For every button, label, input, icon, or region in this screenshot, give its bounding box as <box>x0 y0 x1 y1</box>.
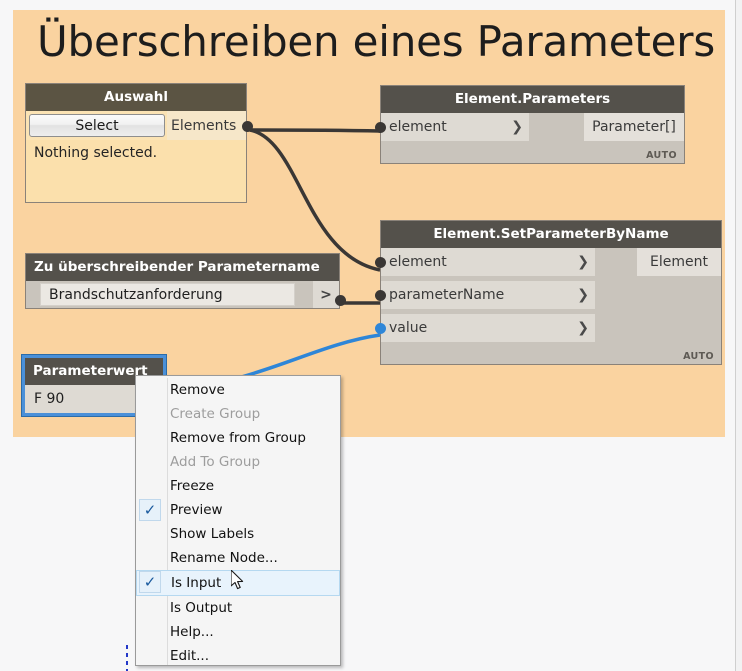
menu-item-rename-node[interactable]: Rename Node... <box>136 546 340 570</box>
menu-item-label: Preview <box>170 502 223 518</box>
output-port-elements[interactable]: Elements <box>167 111 246 140</box>
port-row: element ❯ Parameter[] <box>381 113 684 141</box>
menu-item-create-group: Create Group <box>136 402 340 426</box>
port-spacer <box>295 281 313 308</box>
menu-item-label: Show Labels <box>170 526 255 542</box>
menu-item-label: Remove from Group <box>170 430 306 446</box>
menu-item-label: Rename Node... <box>170 550 278 566</box>
check-icon: ✓ <box>139 571 161 593</box>
input-dot-value[interactable] <box>375 323 386 334</box>
input-port-parametername[interactable]: parameterName ❯ <box>381 281 595 309</box>
menu-item-is-input[interactable]: ✓ Is Input <box>136 570 340 596</box>
output-port-parameter-array[interactable]: Parameter[] <box>584 113 684 141</box>
port-spacer <box>595 314 721 342</box>
node-context-menu[interactable]: Remove Create Group Remove from Group Ad… <box>135 375 341 666</box>
node-parametername[interactable]: Zu überschreibender Parametername Brands… <box>25 253 346 309</box>
parametername-input[interactable]: Brandschutzanforderung <box>40 283 295 306</box>
select-button[interactable]: Select <box>29 114 165 137</box>
menu-item-edit[interactable]: Edit... <box>136 644 340 668</box>
menu-item-label: Is Input <box>171 575 222 591</box>
menu-item-label: Create Group <box>170 406 261 422</box>
input-port-element-label: element <box>389 119 447 135</box>
chevron-right-icon[interactable]: ❯ <box>577 320 589 336</box>
port-row: element ❯ Element <box>381 248 721 276</box>
menu-item-add-to-group: Add To Group <box>136 450 340 474</box>
menu-item-freeze[interactable]: Freeze <box>136 474 340 498</box>
node-auswahl-title: Auswahl <box>26 84 246 111</box>
input-port-parametername-label: parameterName <box>389 287 505 303</box>
node-element-parameters-title: Element.Parameters <box>381 86 684 113</box>
input-port-element-label: element <box>389 254 447 270</box>
port-spacer <box>595 248 637 276</box>
selection-marquee-fragment <box>126 645 128 671</box>
menu-item-show-labels[interactable]: Show Labels <box>136 522 340 546</box>
chevron-right-icon[interactable]: ❯ <box>577 287 589 303</box>
node-auswahl[interactable]: Auswahl Select Elements Nothing selected… <box>25 83 253 203</box>
node-setparameterbyname-title: Element.SetParameterByName <box>381 221 721 248</box>
canvas-right-gutter <box>736 0 742 671</box>
input-dot-parametername[interactable] <box>375 290 386 301</box>
menu-item-label: Edit... <box>170 648 210 664</box>
input-dot-element[interactable] <box>375 122 386 133</box>
input-port-value[interactable]: value ❯ <box>381 314 595 342</box>
node-parametername-body: Brandschutzanforderung > <box>26 281 339 308</box>
menu-item-help[interactable]: Help... <box>136 620 340 644</box>
node-element-setparameterbyname[interactable]: Element.SetParameterByName element ❯ Ele… <box>375 220 722 365</box>
node-auswahl-body: Select Elements <box>26 111 246 140</box>
port-spacer <box>529 113 584 141</box>
canvas-right-border <box>735 0 736 671</box>
input-port-value-label: value <box>389 320 428 336</box>
input-dot-element[interactable] <box>375 257 386 268</box>
output-dot-elements[interactable] <box>242 121 253 132</box>
menu-item-preview[interactable]: ✓ Preview <box>136 498 340 522</box>
menu-item-label: Remove <box>170 382 225 398</box>
group-title: Überschreiben eines Parameters <box>37 17 716 66</box>
port-spacer <box>595 281 721 309</box>
output-port-string[interactable]: > <box>313 281 339 308</box>
execution-mode-label: AUTO <box>646 150 677 161</box>
node-element-parameters-footer: AUTO <box>381 141 684 163</box>
menu-gutter-divider <box>167 378 168 665</box>
left-pad <box>26 281 40 308</box>
node-element-parameters[interactable]: Element.Parameters element ❯ Parameter[]… <box>375 85 685 164</box>
mouse-cursor-icon <box>231 570 244 590</box>
output-port-element[interactable]: Element <box>637 248 721 276</box>
node-parameterwert-title: Parameterwert <box>25 358 163 385</box>
port-row: parameterName ❯ <box>381 281 721 309</box>
menu-item-label: Is Output <box>170 600 233 616</box>
node-parametername-title: Zu überschreibender Parametername <box>26 254 339 281</box>
menu-item-remove-from-group[interactable]: Remove from Group <box>136 426 340 450</box>
check-icon: ✓ <box>139 499 161 521</box>
node-auswahl-message: Nothing selected. <box>26 140 246 202</box>
input-port-element[interactable]: element ❯ <box>381 113 529 141</box>
menu-item-label: Add To Group <box>170 454 261 470</box>
menu-item-is-output[interactable]: Is Output <box>136 596 340 620</box>
node-setparameterbyname-footer: AUTO <box>381 342 721 364</box>
chevron-right-icon[interactable]: ❯ <box>577 254 589 270</box>
output-dot-string[interactable] <box>335 295 346 306</box>
menu-item-label: Freeze <box>170 478 215 494</box>
port-row: value ❯ <box>381 314 721 342</box>
chevron-right-icon[interactable]: ❯ <box>511 119 523 135</box>
input-port-element[interactable]: element ❯ <box>381 248 595 276</box>
menu-item-label: Help... <box>170 624 214 640</box>
execution-mode-label: AUTO <box>683 351 714 362</box>
menu-item-remove[interactable]: Remove <box>136 378 340 402</box>
